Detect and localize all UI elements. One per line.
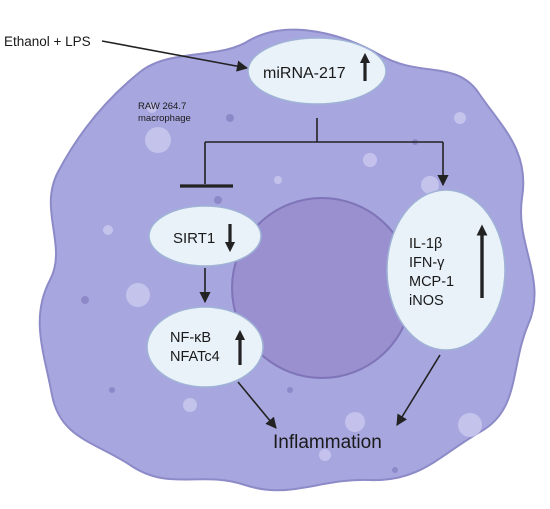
cytokine-item: IL-1β [409,236,442,252]
arrow-nfkb-to-inflammation [237,381,277,429]
cytokine-item: iNOS [409,293,444,309]
mirna-label: miRNA-217 [263,65,346,82]
cell-label-line1: RAW 264.7 [138,101,186,112]
inflammation-label: Inflammation [273,432,382,453]
mirna-oval [247,37,387,105]
cytoplasm-vesicles [103,103,482,461]
input-label: Ethanol + LPS [4,34,91,49]
arrow-cytokines-to-inflammation [396,354,441,426]
cytokines-oval [386,189,506,351]
input-arrow [101,40,249,72]
nfkb-label-line2: NFATc4 [170,349,220,365]
cytokine-item: IFN-γ [409,255,445,271]
cell-label-line2: macrophage [138,113,191,124]
nfkb-label-line1: NF-κB [170,330,211,346]
sirt1-label: SIRT1 [173,230,215,247]
cytoplasm-dark-dots [81,114,418,473]
branch-connectors [204,118,443,184]
cytokine-item: MCP-1 [409,274,454,290]
nfkb-oval [146,306,264,388]
